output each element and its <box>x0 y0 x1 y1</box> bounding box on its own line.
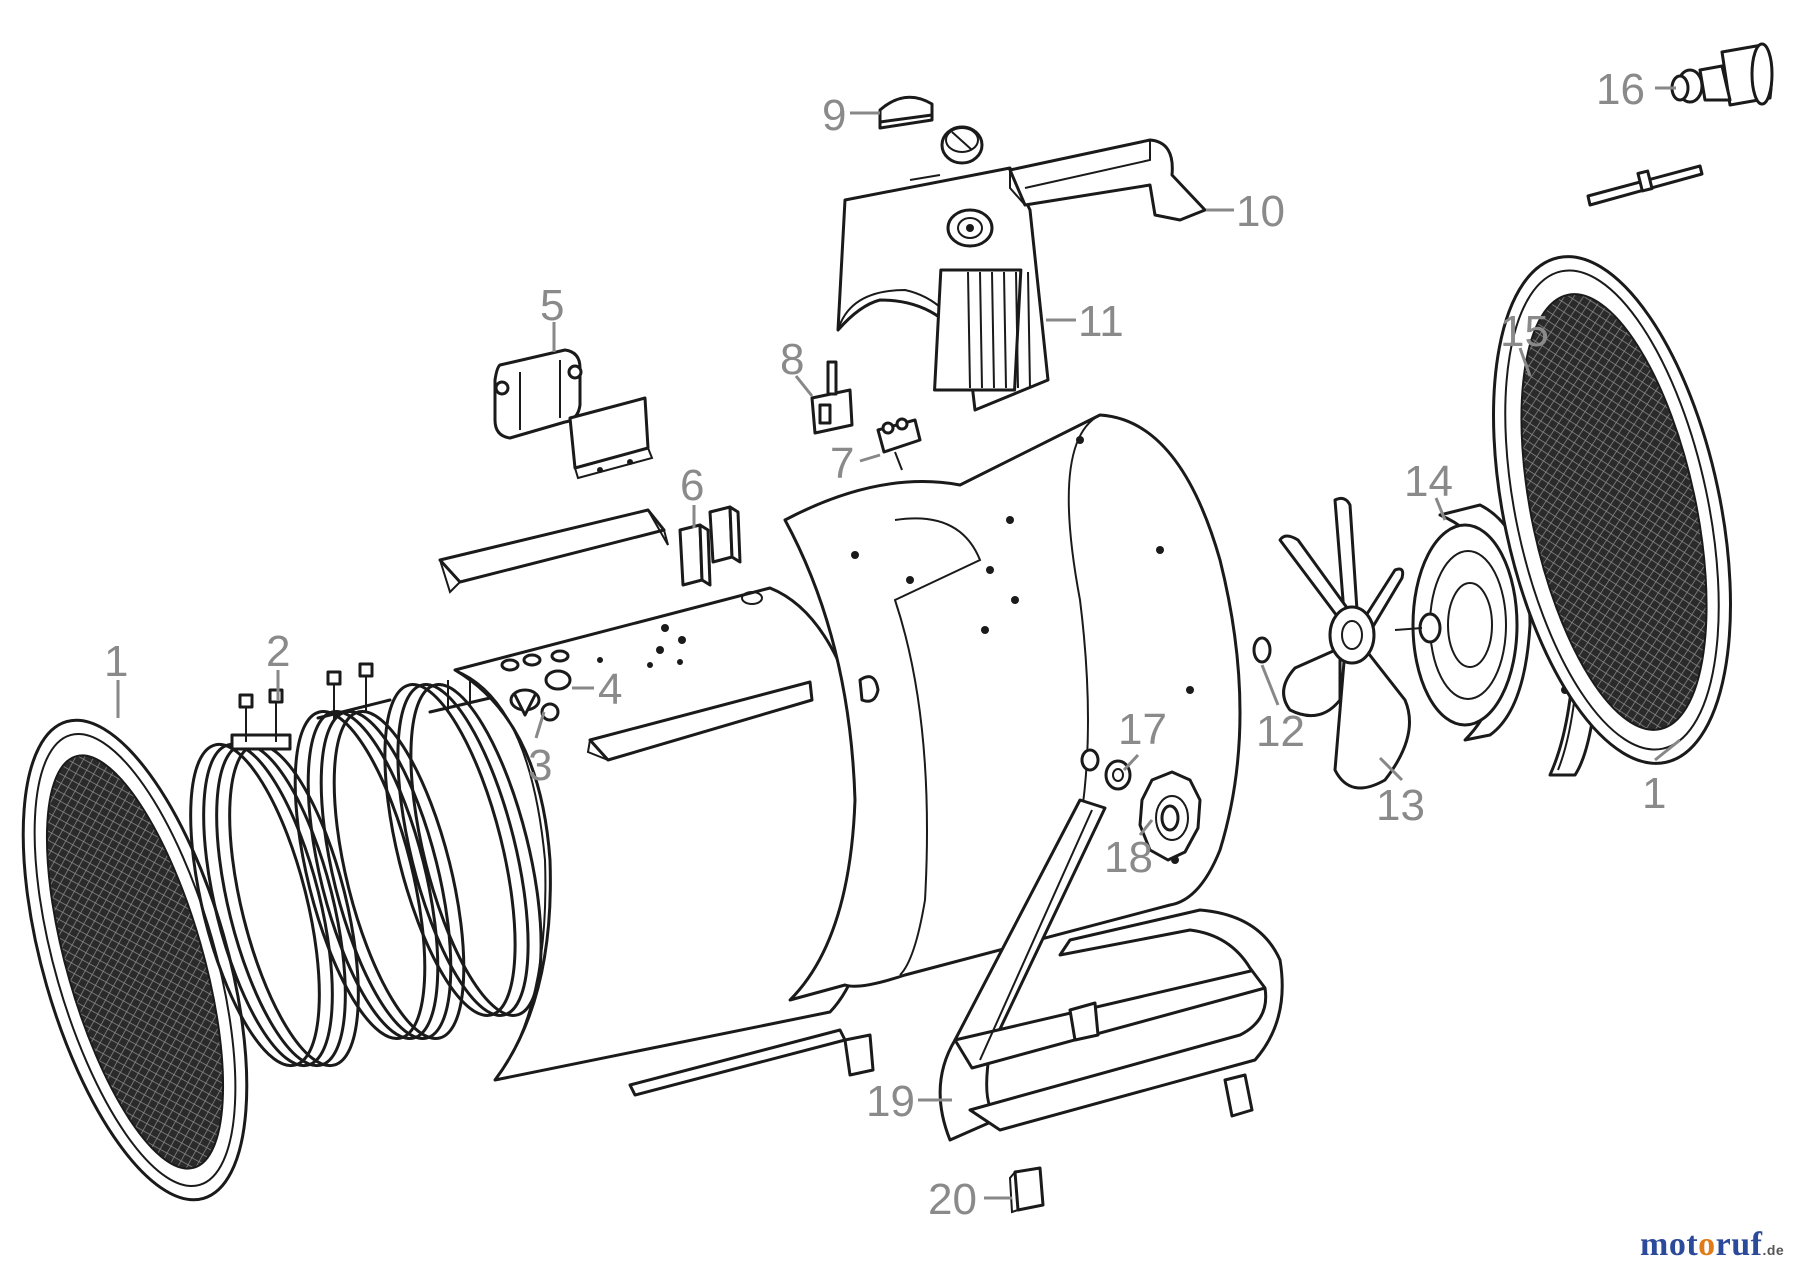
heating-element-coils <box>189 662 543 1068</box>
top-cover <box>836 166 1050 412</box>
leader-lines <box>116 86 1681 1200</box>
brand-part-2: o <box>1698 1226 1716 1263</box>
rear-grille-right <box>1492 255 1732 765</box>
callout-6: 6 <box>680 461 704 510</box>
callout-5: 5 <box>540 281 564 330</box>
callout-13: 13 <box>1376 781 1425 830</box>
callout-2: 2 <box>266 627 290 676</box>
callout-3: 3 <box>528 741 552 790</box>
callout-15: 15 <box>1500 307 1549 356</box>
callout-labels: 1 2 3 4 5 6 7 8 9 10 11 12 13 14 15 16 1… <box>104 65 1666 1224</box>
callout-17: 17 <box>1118 705 1167 754</box>
terminal-block <box>876 417 922 471</box>
side-rail <box>586 680 814 762</box>
fan-blade <box>1278 496 1411 790</box>
callout-18: 18 <box>1104 833 1153 882</box>
front-grille-left <box>21 718 249 1202</box>
callout-12: 12 <box>1256 707 1305 756</box>
callout-20: 20 <box>928 1175 977 1224</box>
stand-frame <box>938 798 1284 1142</box>
cable-gland <box>1670 42 1774 107</box>
brand-watermark: motoruf.de <box>1640 1226 1784 1264</box>
callout-1-left: 1 <box>104 637 128 686</box>
strain-relief-clamp <box>1586 164 1704 207</box>
relay-blocks <box>678 505 742 587</box>
heater-housing-rear <box>783 413 1242 1002</box>
brand-part-3: ruf <box>1715 1226 1763 1263</box>
knob-cap <box>878 95 934 130</box>
callout-7: 7 <box>830 439 854 488</box>
rotary-switch <box>810 360 854 435</box>
callout-19: 19 <box>866 1077 915 1126</box>
callout-14: 14 <box>1404 457 1453 506</box>
fan-motor <box>1394 503 1532 742</box>
callout-4: 4 <box>598 665 622 714</box>
thermostat-knob <box>940 125 984 165</box>
callout-10: 10 <box>1236 187 1285 236</box>
callout-8: 8 <box>780 335 804 384</box>
brand-suffix: .de <box>1762 1242 1785 1258</box>
long-bracket-strip <box>438 508 669 594</box>
callout-16: 16 <box>1596 65 1645 114</box>
rear-washer <box>1252 636 1272 664</box>
star-knob <box>1138 770 1202 862</box>
brand-part-1: mot <box>1640 1226 1699 1263</box>
foot-clip-left <box>843 1033 875 1077</box>
stand-clip <box>1008 1166 1045 1214</box>
callout-11: 11 <box>1078 297 1124 346</box>
capacitor-and-bracket <box>493 348 654 480</box>
callout-9: 9 <box>822 91 846 140</box>
thermostat-parts <box>500 649 572 722</box>
callout-1-right: 1 <box>1642 769 1666 818</box>
carry-handle <box>1008 138 1207 222</box>
